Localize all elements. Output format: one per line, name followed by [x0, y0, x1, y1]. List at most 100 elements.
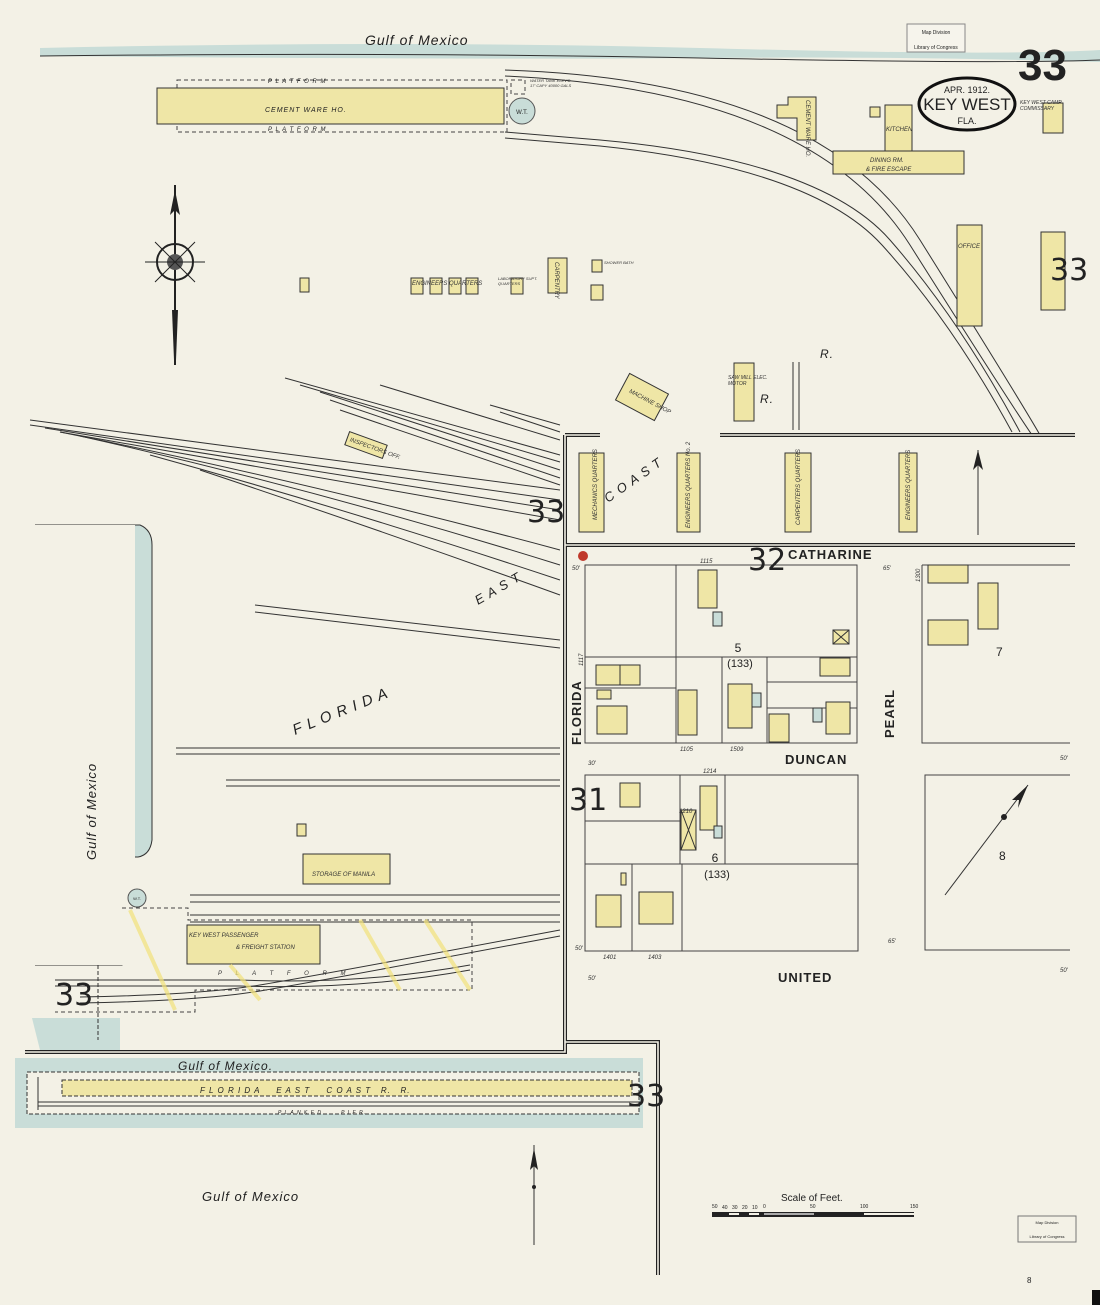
- block-5-number: 5: [735, 641, 742, 655]
- house-number: 1210: [679, 809, 693, 815]
- adjoining-sheet-ref: 33: [627, 1079, 665, 1114]
- dimension-label: 50': [1060, 756, 1069, 762]
- cement-warehouse-2-label: CEMENT WARE HO.: [804, 100, 810, 157]
- house-number: 1509: [730, 747, 744, 753]
- north-arrow-icon: [530, 1145, 538, 1245]
- block-5-sub: (133): [727, 658, 753, 670]
- commissary-building: [1042, 102, 1064, 134]
- dimensions: 50' 50' 65' 65' 50' 50' 50' 30': [572, 566, 1069, 982]
- scale-tick: 50: [810, 1204, 816, 1210]
- mechanics-quarters: [578, 452, 605, 533]
- carpenters-quarters-label: CARPENTERS QUARTERS: [796, 449, 802, 525]
- house-number: 1115: [700, 559, 713, 565]
- station-tracks: [55, 909, 561, 1011]
- dimension-label: 50': [1060, 968, 1069, 974]
- property-boundary: [25, 433, 1075, 1275]
- planked-pier-label: P L A N K E D P I E R.: [278, 1110, 366, 1116]
- mechanics-quarters-label: MECHANICS QUARTERS: [593, 449, 599, 520]
- station-platform-label: P L A T F O R M: [218, 971, 351, 977]
- street-pearl: PEARL: [882, 689, 897, 738]
- fire-alarm-box-icon: [578, 551, 588, 561]
- engineers-quarters-3-label: ENGINEERS QUARTERS: [906, 450, 912, 520]
- cement-warehouse: [156, 87, 505, 125]
- planked-pier: [15, 1058, 643, 1128]
- cement-warehouse-label: CEMENT WARE HO.: [265, 107, 347, 114]
- block-7-number: 7: [996, 645, 1003, 659]
- block-5: [584, 564, 858, 744]
- block-6-sub: (133): [704, 869, 730, 881]
- station-label-1: KEY WEST PASSENGER: [189, 933, 259, 939]
- water-label-pier: Gulf of Mexico.: [178, 1059, 273, 1073]
- adjoining-sheet-ref: 32: [748, 543, 786, 578]
- engineers-quarters-group: [299, 257, 604, 301]
- carpentry-label: CARPENTRY: [553, 262, 559, 300]
- water-tank-station-label: W.T.: [133, 896, 141, 901]
- block-8: [924, 774, 1070, 951]
- water-label-top: Gulf of Mexico: [365, 32, 468, 48]
- platform-label: P L A T F O R M: [268, 79, 326, 85]
- title-city: KEY WEST: [923, 95, 1011, 114]
- scale-title: Scale of Feet.: [781, 1193, 843, 1204]
- block-6-number: 6: [712, 851, 719, 865]
- library-stamp-bottom: Map Division Library of Congress: [1017, 1215, 1077, 1243]
- commissary-label: KEY WEST CAMP COMMISSARY: [1020, 100, 1062, 112]
- adjoining-sheet-ref: 31: [569, 783, 607, 818]
- saw-mill-label: SAW MILL ELEC. MOTOR: [728, 375, 768, 387]
- street-florida: FLORIDA: [569, 680, 584, 745]
- platform-label: P L A T F O R M: [268, 127, 326, 133]
- engineers-quarters-3: [898, 452, 918, 533]
- storage-building: [302, 853, 391, 885]
- engineers-quarters-2-label: ENGINEERS QUARTERS No. 2: [686, 441, 692, 528]
- dimension-label: 65': [888, 939, 897, 945]
- station-label-2: & FREIGHT STATION: [236, 945, 295, 951]
- scale-tick: 150: [910, 1204, 919, 1210]
- house-numbers: 1115 1117 1105 1509 1214 1401 1403 1210 …: [579, 559, 922, 961]
- block-6: [584, 774, 859, 952]
- water-tank-note: WATER TANK ELEV'D 17' CAPY 40000 GALS: [530, 78, 572, 88]
- water-tank-label: W.T.: [516, 110, 528, 116]
- water-label-left: Gulf of Mexico: [84, 763, 99, 860]
- title-cartouche: APR. 1912. KEY WEST FLA.: [917, 76, 1017, 132]
- house-number: 1105: [680, 747, 694, 753]
- house-number: 1401: [603, 955, 616, 961]
- small-building: [296, 823, 307, 837]
- machine-shop-building: MACHINE SHOP: [614, 372, 671, 422]
- north-arrow-icon: [973, 450, 983, 535]
- office-label: OFFICE: [958, 244, 981, 250]
- title-date: APR. 1912.: [944, 85, 990, 95]
- dimension-label: 50': [572, 566, 581, 572]
- building-east: [1040, 231, 1066, 311]
- library-stamp-top: Map Division Library of Congress: [906, 23, 966, 53]
- water-label-bottom: Gulf of Mexico: [202, 1189, 299, 1204]
- adjoining-sheet-ref: 33: [527, 495, 565, 530]
- scale-tick: 50: [712, 1204, 718, 1210]
- house-number: 1403: [648, 955, 662, 961]
- office-building: [956, 224, 983, 327]
- railroad-yard-tracks: [29, 377, 561, 923]
- title-state: FLA.: [957, 116, 976, 126]
- rr-label-2: R.: [760, 392, 774, 406]
- kitchen-label: KITCHEN: [886, 127, 913, 133]
- dimension-label: 30': [588, 761, 597, 767]
- stamp-top-line2: Library of Congress: [914, 45, 958, 51]
- block-7: [921, 564, 1070, 744]
- footer-mark: 8: [1027, 1276, 1032, 1285]
- dining-room-label: DINING RM.: [870, 158, 904, 164]
- cement-warehouse-2: [776, 96, 817, 141]
- engineers-quarters-2: [676, 452, 701, 533]
- adjoining-sheet-ref: 33: [1050, 253, 1088, 288]
- shower-bath-label: SHOWER BATH: [604, 260, 634, 265]
- dimension-label: 65': [883, 566, 892, 572]
- fire-escape-label: & FIRE ESCAPE: [866, 167, 912, 173]
- house-number: 1300: [916, 568, 922, 582]
- stamp-top-line1: Map Division: [922, 30, 951, 36]
- stamp-bottom-line1: Map Division: [1036, 1220, 1059, 1225]
- carpenters-quarters: [784, 452, 812, 533]
- north-arrow-compass-icon: [145, 185, 205, 365]
- scale-tick: 30: [732, 1205, 738, 1211]
- water-tank-station: [127, 888, 147, 908]
- dimension-label: 50': [588, 976, 597, 982]
- left-shoreline: [32, 524, 153, 1050]
